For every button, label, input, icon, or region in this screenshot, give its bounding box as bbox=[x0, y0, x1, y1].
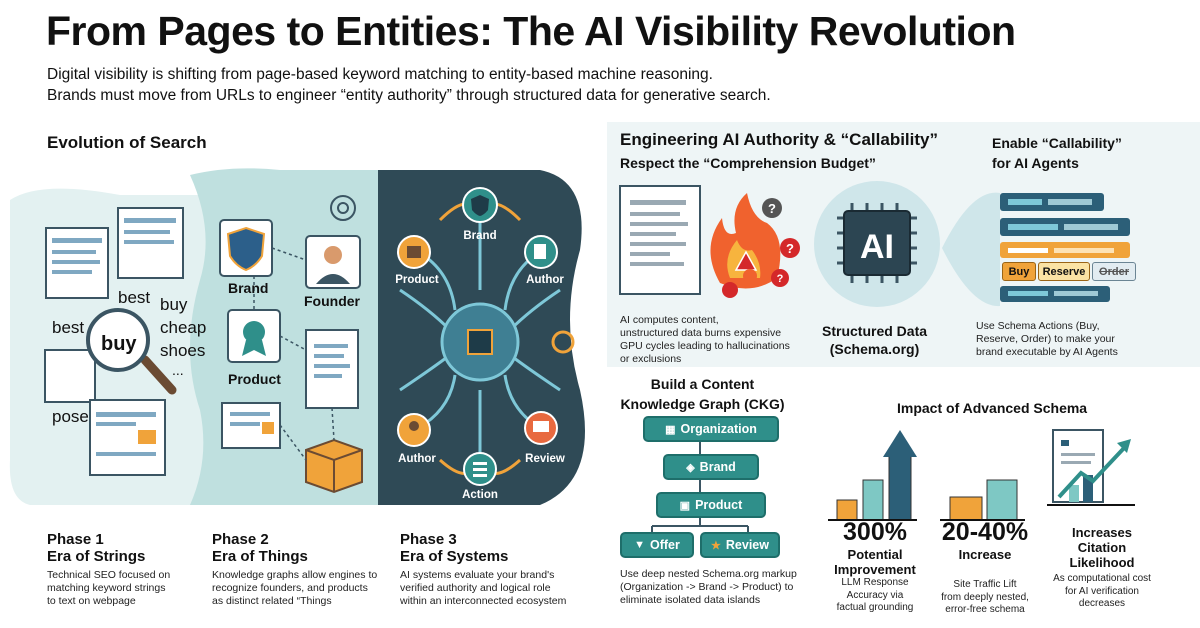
building-icon: ▦ bbox=[665, 423, 676, 436]
subtitle-line-2: Brands must move from URLs to engineer “… bbox=[47, 87, 771, 104]
gear-icon bbox=[330, 195, 356, 221]
word-buy-center: buy bbox=[101, 333, 137, 355]
budget-heading: Respect the “Comprehension Budget” bbox=[620, 155, 876, 171]
callability-funnel bbox=[942, 192, 1000, 307]
brand-node bbox=[462, 187, 498, 223]
budget-description: AI computes content,unstructured data bu… bbox=[620, 314, 790, 365]
word-buy: buy bbox=[160, 295, 188, 314]
brain-chip-icon bbox=[440, 302, 520, 382]
buy-action-button[interactable]: Buy bbox=[1002, 262, 1036, 281]
systems-label-review: Review bbox=[525, 453, 565, 465]
phase-1-number: Phase 1 bbox=[47, 531, 104, 548]
product-badge-icon bbox=[227, 309, 281, 363]
impact-bars bbox=[828, 429, 1135, 521]
ckg-description: Use deep nested Schema.org markup(Organi… bbox=[620, 568, 797, 606]
systems-label-author-bottom: Author bbox=[398, 453, 436, 465]
things-label-product: Product bbox=[228, 371, 281, 387]
word-pose: pose bbox=[52, 407, 89, 426]
systems-label-brand: Brand bbox=[463, 230, 496, 242]
author-node-top bbox=[524, 235, 558, 269]
stat-2-label: Increase bbox=[958, 547, 1012, 562]
engineering-heading: Engineering AI Authority & “Callability” bbox=[620, 130, 938, 149]
things-label-founder: Founder bbox=[304, 293, 361, 309]
reserve-action-button[interactable]: Reserve bbox=[1038, 262, 1090, 281]
phase-1-name: Era of Strings bbox=[47, 548, 146, 565]
word-best-2: best bbox=[52, 318, 84, 337]
box-icon: ▣ bbox=[679, 499, 691, 512]
engineering-illustration: ? ? ? AI bbox=[619, 181, 1130, 307]
box-icon bbox=[305, 438, 363, 494]
chip-ai-text: AI bbox=[860, 228, 894, 266]
error-bubbles: ? ? ? bbox=[722, 198, 800, 298]
svg-text:?: ? bbox=[786, 241, 794, 256]
phase-2: Phase 2 Era of Things Knowledge graphs a… bbox=[212, 531, 377, 608]
word-cheap: cheap bbox=[160, 318, 206, 337]
phase-3-name: Era of Systems bbox=[400, 548, 509, 565]
founder-person-icon bbox=[305, 235, 361, 289]
ai-chip-icon: AI bbox=[814, 181, 940, 307]
action-list-rows bbox=[1000, 193, 1130, 302]
word-best: best bbox=[118, 288, 150, 307]
word-shoes: shoes bbox=[160, 341, 205, 360]
unstructured-document-icon bbox=[619, 185, 701, 295]
brand-shield-icon bbox=[219, 219, 273, 277]
things-label-brand: Brand bbox=[228, 280, 268, 296]
svg-text:?: ? bbox=[777, 273, 784, 285]
impact-heading: Impact of Advanced Schema bbox=[897, 400, 1088, 416]
ckg-node-brand: ◈Brand bbox=[663, 454, 759, 480]
word-ellipsis: ... bbox=[172, 362, 184, 378]
phase-2-number: Phase 2 bbox=[212, 531, 269, 548]
evolution-illustration: best buy best cheap shoes buy pose ... B… bbox=[9, 168, 585, 506]
product-node bbox=[397, 235, 431, 269]
shield-icon: ◈ bbox=[686, 461, 695, 474]
structured-data-label: Structured Data(Schema.org) bbox=[822, 323, 928, 357]
ckg-node-offer: ▼Offer bbox=[620, 532, 694, 558]
system-gear-icon bbox=[551, 330, 575, 354]
stat-2-value: 20-40% bbox=[941, 518, 1029, 546]
order-action-button[interactable]: Order bbox=[1092, 262, 1136, 281]
magnifier-icon bbox=[86, 308, 177, 395]
fire-warning-icon bbox=[710, 193, 781, 289]
action-node bbox=[463, 452, 497, 486]
review-node bbox=[524, 411, 558, 445]
subtitle-line-1: Digital visibility is shifting from page… bbox=[47, 66, 713, 83]
phase-3-number: Phase 3 bbox=[400, 531, 457, 548]
systems-label-author-top: Author bbox=[526, 274, 564, 286]
callability-description: Use Schema Actions (Buy,Reserve, Order) … bbox=[976, 320, 1118, 358]
ckg-node-review: ★Review bbox=[700, 532, 780, 558]
evolution-heading: Evolution of Search bbox=[47, 133, 207, 152]
ckg-node-product: ▣Product bbox=[656, 492, 766, 518]
page-title: From Pages to Entities: The AI Visibilit… bbox=[46, 8, 1016, 54]
phase-3: Phase 3 Era of Systems AI systems evalua… bbox=[400, 531, 566, 608]
stat-1-value: 300% bbox=[843, 518, 907, 546]
phase-2-name: Era of Things bbox=[212, 548, 308, 565]
systems-label-action: Action bbox=[462, 489, 498, 501]
ckg-node-organization: ▦Organization bbox=[643, 416, 779, 442]
systems-label-product: Product bbox=[395, 274, 439, 286]
cart-icon: ▼ bbox=[634, 539, 645, 551]
svg-text:?: ? bbox=[768, 201, 776, 216]
phase-1: Phase 1 Era of Strings Technical SEO foc… bbox=[47, 531, 170, 608]
star-icon: ★ bbox=[711, 539, 721, 552]
callability-heading: Enable “Callability”for AI Agents bbox=[992, 135, 1122, 171]
author-node-bottom bbox=[397, 413, 431, 447]
